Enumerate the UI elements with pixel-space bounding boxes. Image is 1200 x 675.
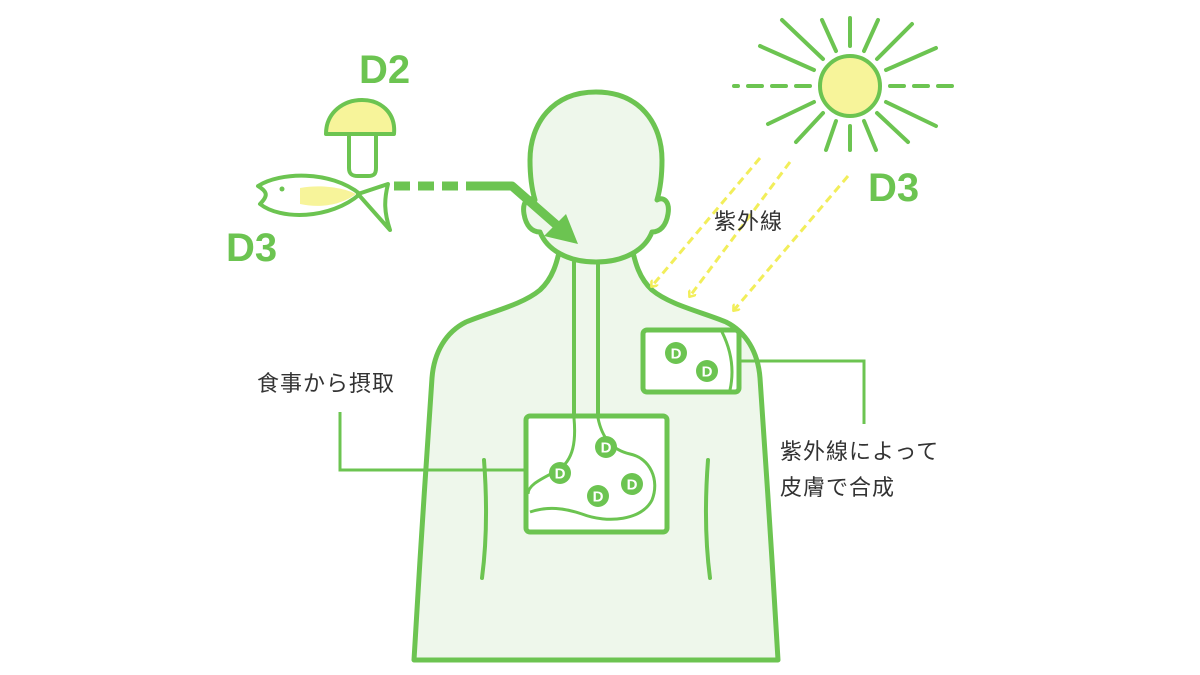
stomach-molecule-1: D: [595, 436, 617, 458]
skin-synthesis-label: 紫外線によって 皮膚で合成: [780, 435, 939, 507]
svg-text:D: D: [627, 477, 638, 494]
mushroom-icon: [326, 100, 394, 176]
stomach-molecule-4: D: [587, 485, 609, 507]
skin-inset-box: D D: [643, 330, 739, 392]
uv-label: 紫外線: [714, 212, 783, 234]
diet-intake-label: 食事から摂取: [257, 374, 395, 396]
svg-text:D: D: [593, 489, 604, 506]
svg-text:D: D: [601, 440, 612, 457]
svg-text:D: D: [702, 364, 713, 381]
sun-icon: [734, 18, 960, 150]
mushroom-vitamin-label: D2: [359, 50, 410, 90]
uv-ray-3: [734, 176, 848, 310]
sun-vitamin-label: D3: [868, 168, 919, 208]
skin-synthesis-line1: 紫外線によって: [780, 435, 939, 471]
stomach-molecule-3: D: [621, 473, 643, 495]
fish-icon: [258, 176, 390, 230]
skin-molecule-1: D: [665, 342, 687, 364]
stomach-molecule-2: D: [549, 462, 571, 484]
fish-vitamin-label: D3: [226, 228, 277, 268]
skin-molecule-2: D: [696, 360, 718, 382]
stomach-inset-box: D D D D: [526, 416, 667, 532]
head-outline: [524, 92, 669, 262]
svg-text:D: D: [671, 346, 682, 363]
svg-text:D: D: [555, 466, 566, 483]
skin-synthesis-line2: 皮膚で合成: [780, 471, 939, 507]
